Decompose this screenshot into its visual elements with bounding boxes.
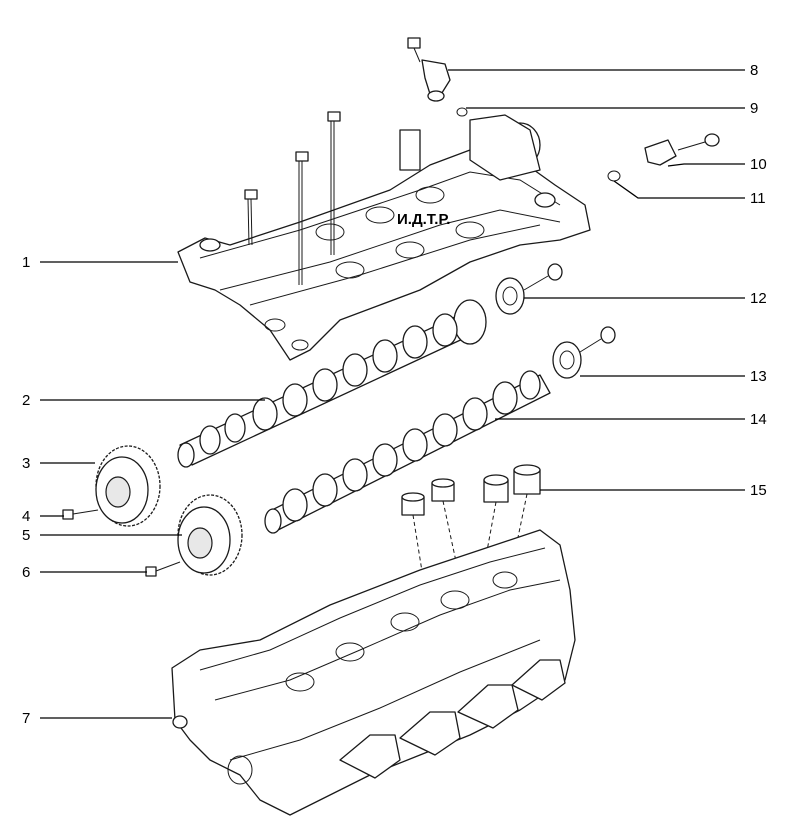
camshaft-housing [177, 114, 591, 361]
callout-5: 5 [22, 527, 30, 544]
valve-lifters [401, 464, 541, 601]
intake-camshaft [177, 299, 487, 468]
camshaft-sprocket-12 [495, 263, 563, 315]
camshaft-sprocket-13 [552, 326, 616, 379]
callout-2: 2 [22, 392, 30, 409]
callout-6: 6 [22, 564, 30, 581]
watermark-stamp: И.Д.Т.Р. [397, 211, 450, 228]
exhaust-camshaft [264, 370, 551, 534]
o-ring-9 [456, 107, 468, 117]
vvt-gear-5 [177, 494, 243, 576]
o-ring-11 [607, 170, 621, 182]
bolt-4 [62, 509, 99, 520]
callout-1: 1 [22, 254, 30, 271]
callout-7: 7 [22, 710, 30, 727]
leader-lines [40, 69, 745, 719]
callout-12: 12 [750, 290, 767, 307]
callout-10: 10 [750, 156, 767, 173]
callout-4: 4 [22, 508, 30, 525]
vvt-gear-3 [95, 445, 161, 527]
camshaft-position-sensor [407, 37, 451, 102]
callout-11: 11 [750, 190, 766, 207]
bolt-6 [145, 561, 181, 577]
callout-8: 8 [750, 62, 758, 79]
callout-9: 9 [750, 100, 758, 117]
callout-14: 14 [750, 411, 767, 428]
callout-labels: 1 2 3 4 5 6 7 8 9 10 11 12 13 14 15 [22, 62, 767, 727]
oil-control-sensor [644, 133, 720, 166]
callout-3: 3 [22, 455, 30, 472]
housing-bolts [244, 111, 341, 285]
cylinder-head [171, 529, 576, 816]
callout-15: 15 [750, 482, 767, 499]
callout-13: 13 [750, 368, 767, 385]
